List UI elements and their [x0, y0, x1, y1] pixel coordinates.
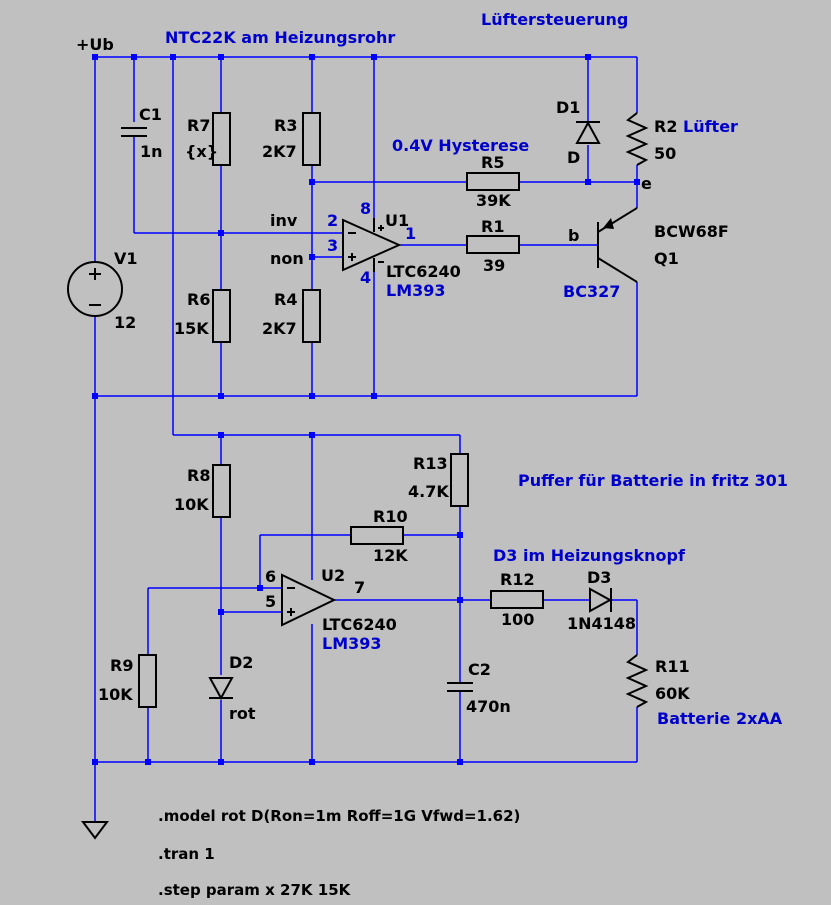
- u2-name: U2: [321, 566, 345, 585]
- r8-value: 10K: [174, 495, 209, 514]
- r5-resistor[interactable]: [466, 172, 520, 191]
- d1-diode[interactable]: [575, 120, 601, 144]
- r12-resistor[interactable]: [490, 590, 544, 609]
- r13-name: R13: [413, 454, 448, 473]
- d3-value: 1N4148: [567, 614, 636, 633]
- r2-value: 50: [654, 144, 676, 163]
- u2-pin-inv: 6: [265, 567, 276, 586]
- puffer-label: Puffer für Batterie in fritz 301: [518, 471, 788, 490]
- u1-name: U1: [385, 211, 409, 230]
- u1-pin-vminus: 4: [360, 268, 371, 287]
- junction-dots: [92, 54, 640, 765]
- hysterese-label: 0.4V Hysterese: [392, 136, 529, 155]
- u1-pin-inv: 2: [327, 211, 338, 230]
- u1-pin-out: 1: [405, 224, 416, 243]
- u2-part: LTC6240: [322, 615, 397, 634]
- r2-resistor[interactable]: [625, 112, 649, 166]
- q1-part: BCW68F: [654, 222, 729, 241]
- r9-value: 10K: [98, 685, 133, 704]
- d1-value: D: [567, 148, 580, 167]
- r6-name: R6: [187, 290, 210, 309]
- r7-value: {x}: [185, 142, 218, 161]
- r3-value: 2K7: [262, 142, 297, 161]
- r8-name: R8: [187, 466, 210, 485]
- non-net-label: non: [270, 249, 304, 268]
- r1-value: 39: [483, 256, 505, 275]
- c1-capacitor[interactable]: [121, 127, 147, 137]
- r7-name: R7: [187, 116, 210, 135]
- r11-resistor[interactable]: [625, 654, 649, 708]
- r3-resistor[interactable]: [302, 112, 321, 166]
- r13-value: 4.7K: [408, 482, 449, 501]
- r3-name: R3: [274, 116, 297, 135]
- r12-name: R12: [500, 570, 535, 589]
- q1-name: Q1: [654, 249, 679, 268]
- u1-pin-vplus: 8: [360, 199, 371, 218]
- r13-resistor[interactable]: [450, 453, 469, 507]
- d3-diode[interactable]: [589, 587, 613, 613]
- r9-resistor[interactable]: [138, 654, 157, 708]
- r5-name: R5: [481, 153, 504, 172]
- model-directive: .model rot D(Ron=1m Roff=1G Vfwd=1.62): [158, 807, 520, 825]
- r2-name: R2: [654, 117, 677, 136]
- u1-alt-part: LM393: [386, 281, 446, 300]
- r11-name: R11: [655, 657, 690, 676]
- e-net-label: e: [641, 174, 652, 193]
- step-directive: .step param x 27K 15K: [158, 881, 352, 899]
- ntc-label: NTC22K am Heizungsrohr: [165, 28, 395, 47]
- v1-value: 12: [114, 313, 136, 332]
- r8-resistor[interactable]: [212, 464, 231, 518]
- u1-part: LTC6240: [386, 262, 461, 281]
- title-label: Lüftersteuerung: [481, 10, 628, 29]
- r10-resistor[interactable]: [350, 526, 404, 545]
- r7-resistor[interactable]: [212, 112, 231, 166]
- luefter-label: Lüfter: [683, 117, 738, 136]
- r4-value: 2K7: [262, 319, 297, 338]
- u1-opamp[interactable]: [342, 218, 402, 272]
- v1-name: V1: [114, 249, 138, 268]
- q1-transistor[interactable]: [597, 207, 638, 283]
- r10-value: 12K: [373, 546, 408, 565]
- v1-voltage-source[interactable]: [67, 261, 123, 317]
- r1-name: R1: [481, 217, 504, 236]
- b-net-label: b: [568, 226, 579, 245]
- r9-name: R9: [110, 656, 133, 675]
- c2-name: C2: [468, 660, 491, 679]
- r1-resistor[interactable]: [466, 235, 520, 254]
- r5-value: 39K: [476, 191, 511, 210]
- ub-label: +Ub: [76, 35, 114, 54]
- r6-resistor[interactable]: [212, 289, 231, 343]
- c1-name: C1: [139, 105, 162, 124]
- r11-value: 60K: [655, 684, 690, 703]
- inv-net-label: inv: [270, 211, 298, 230]
- u1-pin-non: 3: [327, 236, 338, 255]
- d3-name: D3: [587, 568, 611, 587]
- ground-icon: [81, 821, 109, 840]
- c1-value: 1n: [140, 142, 163, 161]
- d2-diode[interactable]: [208, 677, 234, 701]
- u2-opamp[interactable]: [281, 573, 337, 627]
- c2-value: 470n: [466, 697, 511, 716]
- r6-value: 15K: [174, 319, 209, 338]
- d1-name: D1: [556, 98, 580, 117]
- u2-alt-part: LM393: [322, 634, 382, 653]
- wires: [94, 56, 638, 822]
- batterie-label: Batterie 2xAA: [657, 709, 783, 728]
- d3-knopf-label: D3 im Heizungsknopf: [493, 546, 686, 565]
- d2-value: rot: [229, 704, 256, 723]
- r4-resistor[interactable]: [302, 289, 321, 343]
- tran-directive: .tran 1: [158, 845, 215, 863]
- c2-capacitor[interactable]: [447, 682, 473, 692]
- r4-name: R4: [274, 290, 297, 309]
- q1-alt-part: BC327: [563, 282, 620, 301]
- u2-pin-out: 7: [354, 578, 365, 597]
- r12-value: 100: [501, 610, 534, 629]
- d2-name: D2: [229, 653, 253, 672]
- r10-name: R10: [373, 507, 408, 526]
- u2-pin-non: 5: [265, 592, 276, 611]
